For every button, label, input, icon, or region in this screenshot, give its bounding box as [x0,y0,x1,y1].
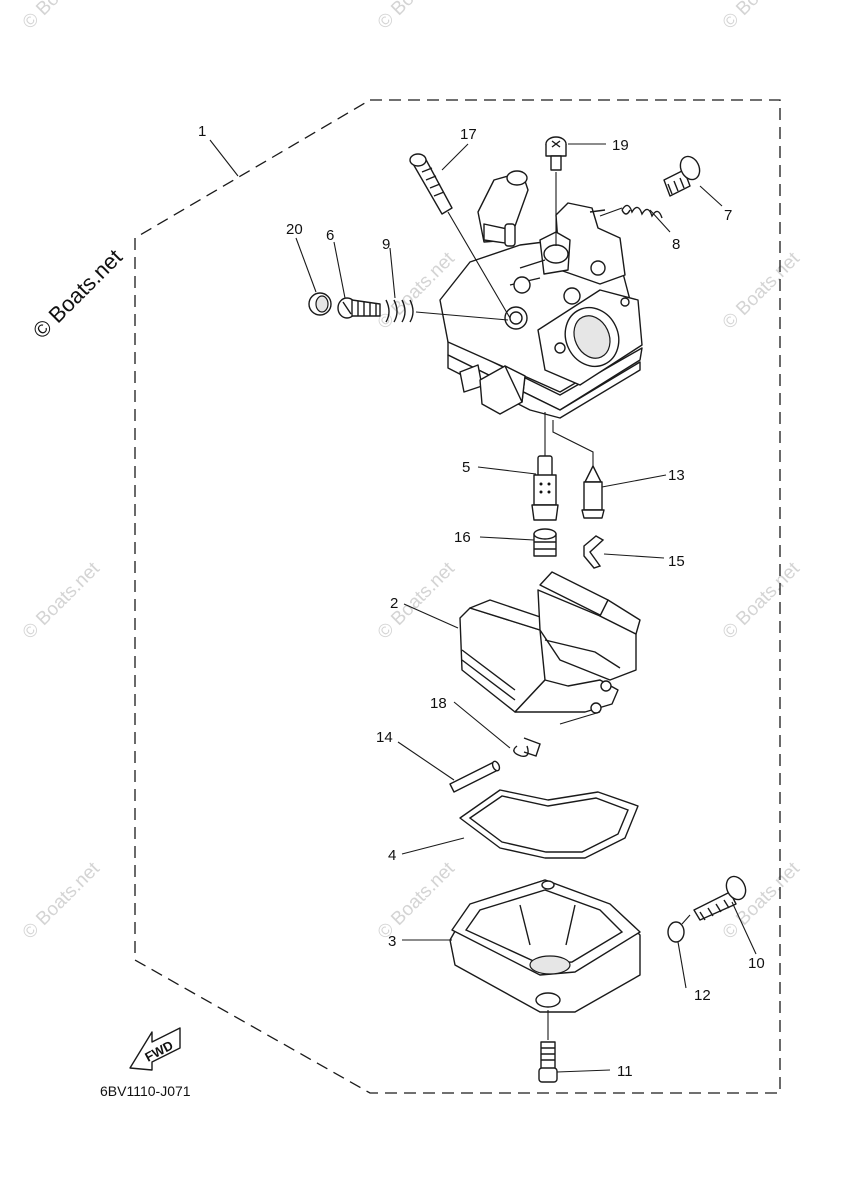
part-19-screw [545,136,567,246]
callout-14: 14 [376,729,393,746]
part-20-plug [308,292,332,316]
fwd-arrow-icon: FWD [129,1027,181,1071]
callout-2: 2 [390,595,398,612]
callout-18: 18 [430,695,447,712]
callout-19: 19 [612,137,629,154]
callout-20: 20 [286,221,303,238]
watermark-faint: © Boats.net [374,558,460,644]
callout-numbers: 1 2 3 4 5 6 7 8 9 10 11 12 13 14 15 16 1… [198,123,765,1080]
watermark-faint: © Boats.net [19,858,105,944]
watermark-faint-group: © Boats.net © Boats.net © Boats.net © Bo… [19,0,805,944]
watermark-main: © Boats.net [28,244,127,343]
diagram-code: 6BV1110-J071 [100,1083,191,1099]
callout-16: 16 [454,529,471,546]
callout-13: 13 [668,467,685,484]
watermark-faint: © Boats.net [19,558,105,644]
callout-12: 12 [694,987,711,1004]
part-18-clip [513,711,601,757]
watermark-faint: © Boats.net [719,248,805,334]
part-6-screw [337,297,381,319]
callout-10: 10 [748,955,765,972]
part-4-gasket [459,789,639,859]
callout-11: 11 [617,1063,633,1080]
callout-9: 9 [382,236,390,253]
callout-4: 4 [388,847,396,864]
callout-15: 15 [668,553,685,570]
part-10-drain-screw [681,875,747,925]
part-8-spring [599,204,663,219]
watermark-faint: © Boats.net [374,0,460,34]
carburetor-body [439,170,643,419]
part-9-spring [385,299,509,323]
part-13-needle-valve [552,420,605,519]
callout-8: 8 [672,236,680,253]
callout-6: 6 [326,227,334,244]
part-3-float-chamber [449,879,641,1013]
callout-1: 1 [198,123,206,140]
part-17-pilot-screw [409,153,511,319]
watermark-faint: © Boats.net [19,0,105,34]
callout-5: 5 [462,459,470,476]
watermark-faint: © Boats.net [719,558,805,644]
assembly-boundary [134,99,781,1094]
part-15-clip [583,535,605,569]
part-12-o-ring [667,921,685,943]
part-5-main-nozzle [531,412,559,521]
watermark-faint: © Boats.net [719,0,805,34]
leader-lines [209,139,757,1073]
part-2-float [459,571,641,714]
watermark-faint: © Boats.net [374,858,460,944]
part-16-jet [533,528,557,557]
callout-3: 3 [388,933,396,950]
part-14-float-pin [449,760,501,793]
part-7-screw [663,155,701,197]
callout-17: 17 [460,126,477,143]
part-11-bolt [538,1010,558,1083]
callout-7: 7 [724,207,732,224]
